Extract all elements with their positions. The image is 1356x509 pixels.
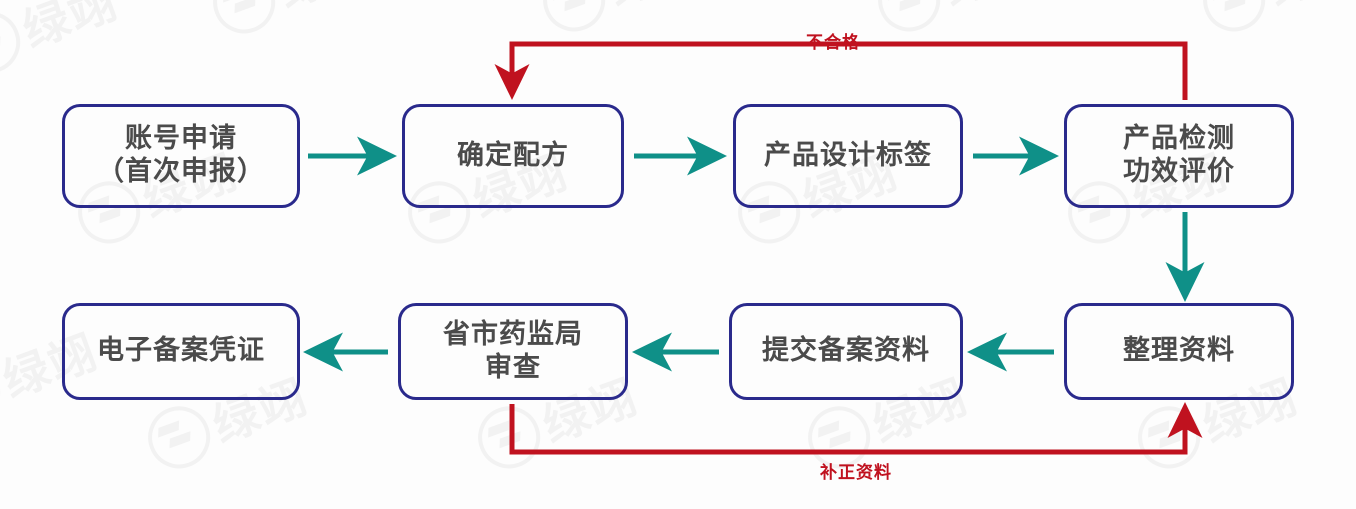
node-label: 确定配方 bbox=[457, 139, 569, 171]
node-label: 账号申请 （首次申报） bbox=[97, 123, 265, 187]
node-organize-materials[interactable]: 整理资料 bbox=[1064, 303, 1294, 400]
node-provincial-review[interactable]: 省市药监局 审查 bbox=[398, 303, 628, 400]
node-submit-filing-materials[interactable]: 提交备案资料 bbox=[729, 303, 963, 400]
edge-reject-bottom bbox=[509, 401, 1203, 455]
node-confirm-formula[interactable]: 确定配方 bbox=[402, 104, 624, 208]
node-account-application[interactable]: 账号申请 （首次申报） bbox=[62, 104, 300, 208]
node-label: 产品检测 功效评价 bbox=[1123, 123, 1235, 187]
node-product-test-efficacy[interactable]: 产品检测 功效评价 bbox=[1064, 104, 1294, 208]
node-product-design-label[interactable]: 产品设计标签 bbox=[733, 104, 963, 208]
node-label: 提交备案资料 bbox=[762, 335, 930, 367]
edge-label-reject-top: 不合格 bbox=[806, 33, 860, 53]
node-label: 省市药监局 审查 bbox=[443, 318, 583, 383]
node-electronic-filing-certificate[interactable]: 电子备案凭证 bbox=[62, 303, 300, 400]
node-label: 电子备案凭证 bbox=[97, 335, 265, 367]
edge-label-reject-bottom: 补正资料 bbox=[820, 463, 892, 483]
edge-reject-top bbox=[494, 41, 1188, 101]
node-label: 整理资料 bbox=[1123, 335, 1235, 367]
node-label: 产品设计标签 bbox=[764, 139, 932, 171]
